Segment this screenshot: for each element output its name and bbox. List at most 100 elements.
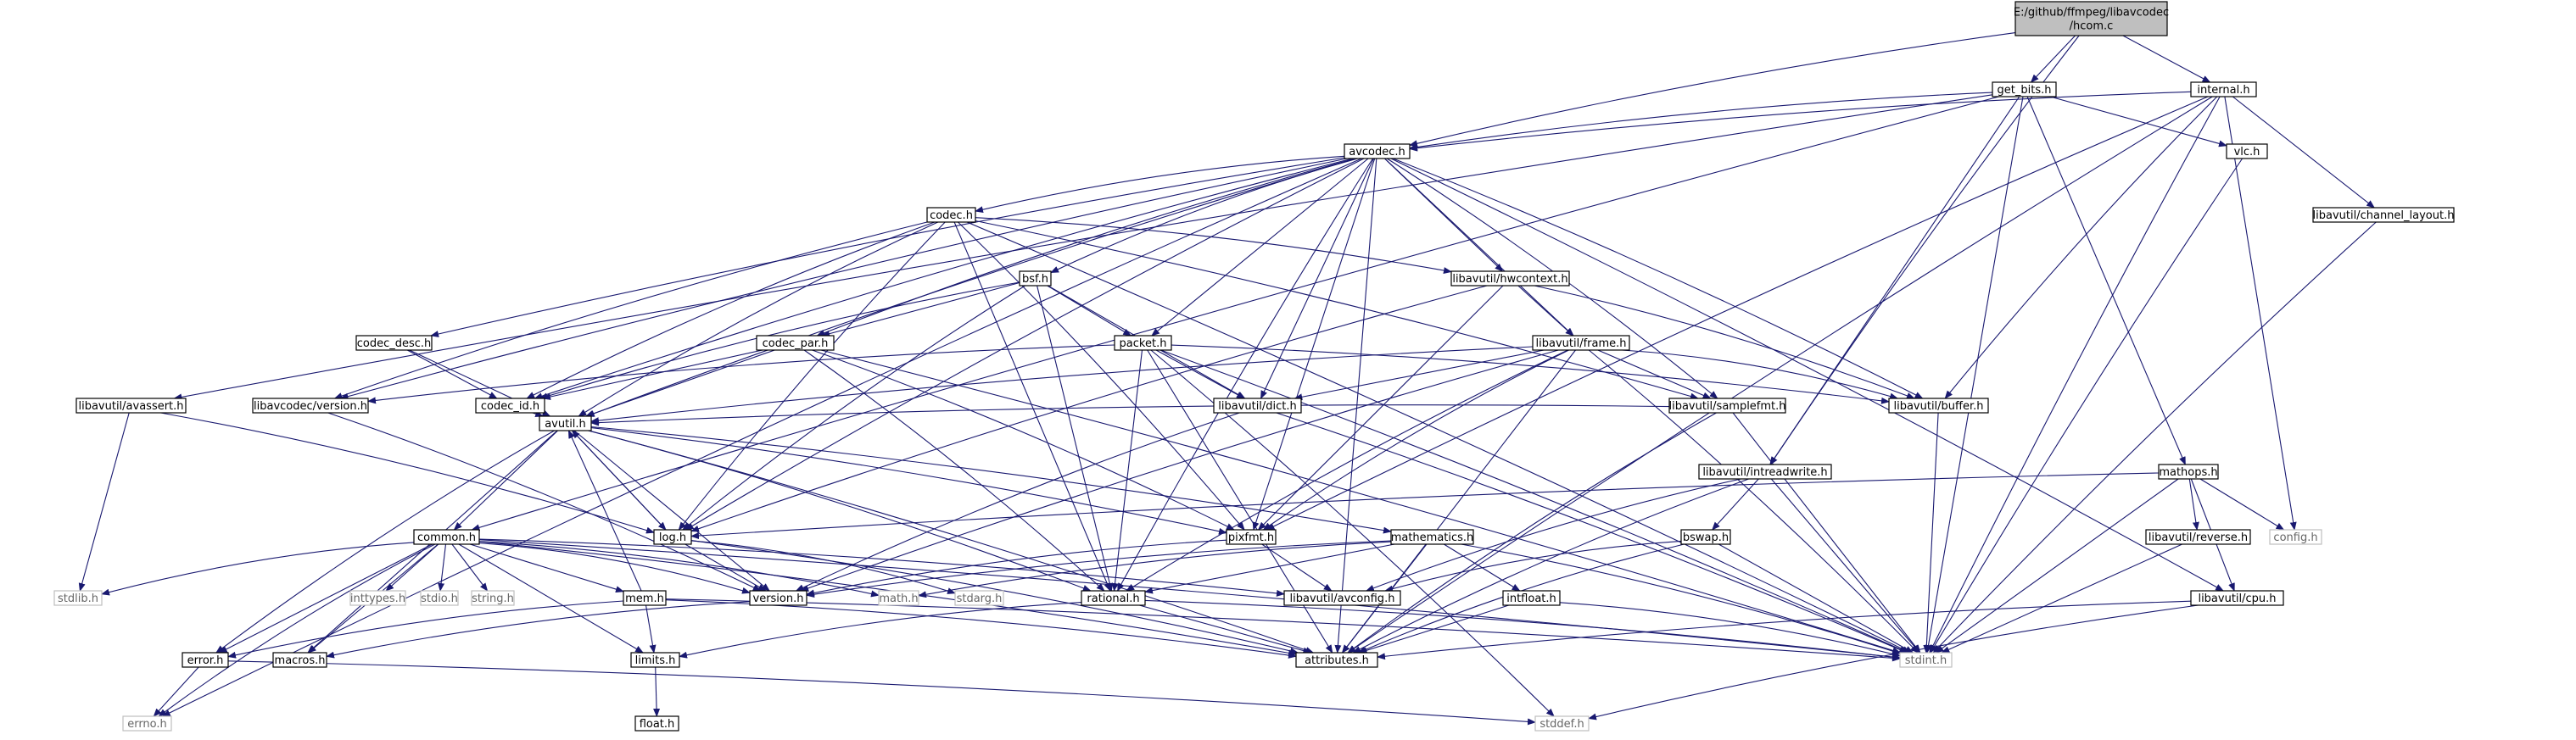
node-math[interactable]: math.h [878, 590, 919, 606]
node-avassert[interactable]: libavutil/avassert.h [75, 398, 187, 414]
node-codec_par[interactable]: codec_par.h [756, 335, 835, 351]
node-frame[interactable]: libavutil/frame.h [1532, 335, 1630, 351]
node-config-label: config.h [2273, 531, 2317, 544]
node-string[interactable]: string.h [471, 590, 515, 606]
edge-common-to-version [478, 542, 751, 594]
node-internal-box [2190, 81, 2257, 97]
edge-common-to-math [478, 541, 880, 598]
node-intreadwrite[interactable]: libavutil/intreadwrite.h [1698, 464, 1832, 480]
edge-rational-to-attributes [1139, 604, 1312, 654]
node-stdint-label: stdint.h [1905, 654, 1947, 667]
node-root[interactable]: E:/github/ffmpeg/libavcodec/hcom.c [2014, 1, 2169, 36]
node-chlayout-box [2312, 207, 2455, 223]
node-stdlib[interactable]: stdlib.h [53, 590, 103, 606]
node-dict-label: libavutil/dict.h [1218, 400, 1297, 413]
node-avcodec-label: avcodec.h [1349, 146, 1405, 159]
node-attributes[interactable]: attributes.h [1295, 652, 1378, 668]
edge-codec-to-avutil [578, 221, 939, 417]
node-buffer-label: libavutil/buffer.h [1893, 400, 1983, 413]
node-inttypes[interactable]: inttypes.h [349, 590, 406, 606]
node-errno[interactable]: errno.h [122, 715, 172, 732]
edge-log-to-attributes [690, 540, 1299, 654]
node-macros-label: macros.h [275, 654, 326, 667]
node-buffer[interactable]: libavutil/buffer.h [1888, 398, 1989, 414]
node-stddef[interactable]: stddef.h [1534, 715, 1590, 732]
node-pixfmt[interactable]: pixfmt.h [1226, 529, 1277, 545]
node-get_bits[interactable]: get_bits.h [1992, 81, 2057, 97]
node-samplefmt[interactable]: libavutil/samplefmt.h [1668, 398, 1786, 414]
node-lcversion-label: libavcodec/version.h [254, 400, 367, 413]
edge-avcodec-to-errno [161, 158, 1362, 717]
node-hwcontext[interactable]: libavutil/hwcontext.h [1450, 270, 1570, 287]
edge-packet-to-attributes [1147, 349, 1333, 654]
node-chlayout[interactable]: libavutil/channel_layout.h [2312, 207, 2455, 223]
edge-codec_par-to-avutil [584, 349, 775, 417]
node-error[interactable]: error.h [182, 652, 229, 668]
edge-avutil-to-mathematics [590, 426, 1392, 534]
node-vlc[interactable]: vlc.h [2226, 143, 2268, 159]
node-macros[interactable]: macros.h [272, 652, 327, 668]
edge-common-to-avconfig [478, 538, 1285, 597]
node-codec_desc-box [355, 335, 433, 351]
node-bswap[interactable]: bswap.h [1680, 529, 1731, 545]
node-avcodec[interactable]: avcodec.h [1344, 143, 1411, 159]
node-config[interactable]: config.h [2269, 529, 2322, 545]
edge-mathematics-to-math [918, 541, 1392, 598]
node-inttypes-box [349, 590, 406, 606]
node-packet[interactable]: packet.h [1114, 335, 1172, 351]
node-codec_desc[interactable]: codec_desc.h [355, 335, 433, 351]
edge-avassert-to-stdlib [78, 412, 130, 592]
node-codec_id-label: codec_id.h [481, 400, 539, 413]
edge-bsf-to-codec_par [821, 281, 1020, 337]
node-stdint-box [1899, 652, 1953, 668]
node-stdarg[interactable]: stdarg.h [954, 590, 1004, 606]
node-float[interactable]: float.h [634, 715, 679, 732]
edge-get_bits-to-mathops [2026, 96, 2186, 465]
node-lcversion[interactable]: libavcodec/version.h [252, 398, 369, 414]
node-rational[interactable]: rational.h [1081, 590, 1146, 606]
node-cpu-box [2190, 590, 2284, 606]
node-codec_par-box [756, 335, 835, 351]
edge-avutil-to-common [453, 430, 558, 531]
node-mem[interactable]: mem.h [623, 590, 667, 606]
node-frame-label: libavutil/frame.h [1536, 337, 1627, 350]
node-dict[interactable]: libavutil/dict.h [1213, 398, 1302, 414]
node-rational-box [1081, 590, 1146, 606]
edge-internal-to-attributes [1347, 96, 2213, 654]
node-limits[interactable]: limits.h [630, 652, 680, 668]
node-log[interactable]: log.h [653, 529, 692, 545]
edge-bswap-to-avconfig [1384, 540, 1682, 593]
node-cpu[interactable]: libavutil/cpu.h [2190, 590, 2284, 606]
node-codec_id[interactable]: codec_id.h [475, 398, 545, 414]
node-hwcontext-box [1450, 270, 1570, 287]
edge-avcodec-to-bsf [1050, 158, 1358, 274]
edge-avcodec-to-pixfmt [1252, 158, 1376, 531]
node-stdint[interactable]: stdint.h [1899, 652, 1953, 668]
node-limits-box [630, 652, 680, 668]
node-mem-box [623, 590, 667, 606]
node-avutil[interactable]: avutil.h [539, 415, 592, 431]
node-mathematics[interactable]: mathematics.h [1390, 529, 1474, 545]
node-version[interactable]: version.h [749, 590, 807, 606]
edge-mathematics-to-rational [1144, 543, 1395, 594]
edge-rational-to-stdint [1144, 599, 1901, 661]
node-reverse-label: libavutil/reverse.h [2149, 531, 2248, 544]
node-avconfig-box [1283, 590, 1401, 606]
node-inttypes-label: inttypes.h [350, 593, 405, 605]
edge-packet-to-buffer [1171, 344, 1890, 404]
dependency-edges [78, 32, 2377, 726]
node-math-box [878, 590, 919, 606]
node-stdio[interactable]: stdio.h [420, 590, 459, 606]
node-internal[interactable]: internal.h [2190, 81, 2257, 97]
node-bsf[interactable]: bsf.h [1019, 270, 1052, 287]
node-codec[interactable]: codec.h [926, 207, 976, 223]
node-intfloat[interactable]: intfloat.h [1502, 590, 1561, 606]
node-avconfig[interactable]: libavutil/avconfig.h [1283, 590, 1401, 606]
edge-common-to-stdint [478, 539, 1901, 661]
node-common[interactable]: common.h [413, 529, 480, 545]
node-root-box [2014, 1, 2168, 36]
node-reverse[interactable]: libavutil/reverse.h [2145, 529, 2251, 545]
node-math-label: math.h [879, 593, 918, 605]
node-chlayout-label: libavutil/channel_layout.h [2313, 209, 2455, 222]
node-mathops[interactable]: mathops.h [2158, 464, 2219, 480]
